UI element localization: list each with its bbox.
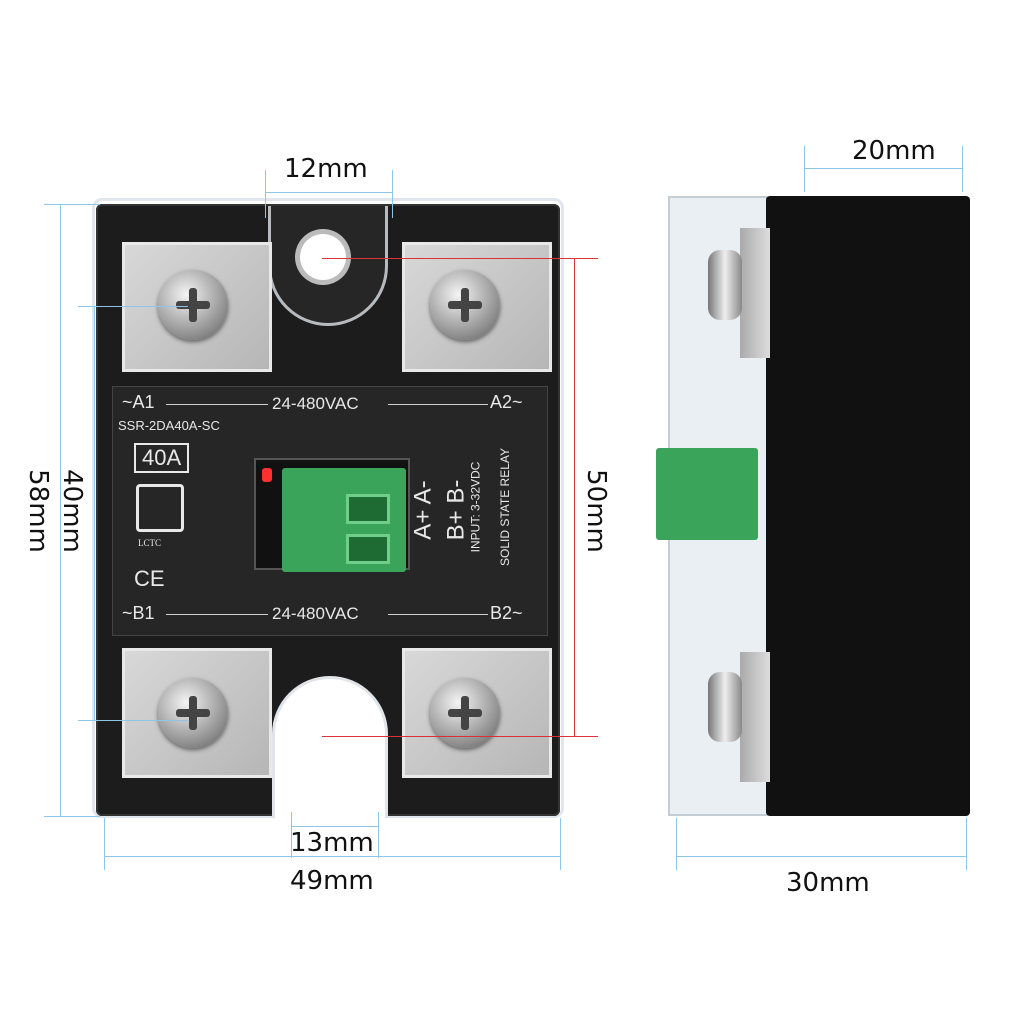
connector-slot-bottom [346,534,390,564]
dim-40mm-bottom-tick [78,720,188,721]
dim-12mm-line [265,192,392,193]
dim-side-depth: 30mm [786,868,870,898]
dim-58mm-top-tick [44,204,100,205]
brand-name: LCTC [138,538,162,548]
terminal-a2 [402,242,552,372]
dim-49mm-right-tick [560,818,561,870]
input-spec: INPUT: 3-32VDC [468,461,483,553]
screw-b2 [430,678,500,748]
terminal-b1 [122,648,272,778]
label-b1: ~B1 [122,603,155,623]
dim-20mm-line [804,168,962,169]
connector-slot-top [346,494,390,524]
current-rating: 40A [134,443,190,473]
dim-left-height: 58mm [22,469,53,553]
model-number: SSR-2DA40A-SC [118,418,220,433]
dim-20mm-right-tick [962,146,963,192]
dim-right-height: 50mm [580,469,611,553]
top-mounting-hole [300,234,346,280]
dim-49mm-line [104,856,560,857]
dim-13mm-right-tick [378,812,379,858]
status-led-icon [262,468,272,482]
dim-40mm-top-tick [78,306,188,307]
side-screw-bottom [708,672,742,742]
dim-inner-height: 40mm [56,469,87,553]
dim-30mm-right-tick [966,818,967,870]
dim-total-width: 49mm [290,866,374,896]
label-b2: B2~ [490,603,523,623]
dim-13mm-line [291,826,378,827]
voltage-bottom: 24-480VAC [272,604,359,623]
dim-50mm-top-marker [322,258,598,259]
dim-30mm-left-tick [676,818,677,870]
voltage-line-bottom-right [388,614,488,615]
dim-12mm-right-tick [392,170,393,218]
dim-49mm-left-tick [104,818,105,870]
dim-side-top-width: 20mm [852,136,936,166]
dim-50mm-bottom-marker [322,736,598,737]
input-b-label: B+ B- [442,479,470,541]
voltage-line-bottom-left [166,614,268,615]
label-a1: ~A1 [122,392,155,412]
dim-58mm-bottom-tick [44,816,100,817]
side-terminal-top [740,228,770,358]
screw-a2 [430,270,500,340]
dim-20mm-left-tick [804,146,805,192]
input-a-label: A+ A- [409,480,437,540]
label-a2: A2~ [490,392,523,412]
voltage-line-top-left [166,404,268,405]
side-green-connector [656,448,758,540]
bottom-mounting-slot [272,676,388,818]
screw-a1 [158,270,228,340]
relay-type: SOLID STATE RELAY [498,447,513,567]
relay-side-body [766,196,970,816]
dim-40mm-line [94,306,95,720]
dim-12mm-left-tick [265,170,266,218]
dim-58mm-line [60,204,61,816]
dim-top-width: 12mm [284,154,368,184]
dim-bottom-slot: 13mm [290,828,374,858]
screw-b1 [158,678,228,748]
dim-13mm-left-tick [291,812,292,858]
side-terminal-bottom [740,652,770,782]
voltage-line-top-right [388,404,488,405]
ce-mark: CE [134,566,165,591]
brand-logo-icon [136,484,184,532]
dim-30mm-line [676,856,966,857]
side-screw-top [708,250,742,320]
voltage-top: 24-480VAC [272,394,359,413]
dim-50mm-line [574,258,575,736]
